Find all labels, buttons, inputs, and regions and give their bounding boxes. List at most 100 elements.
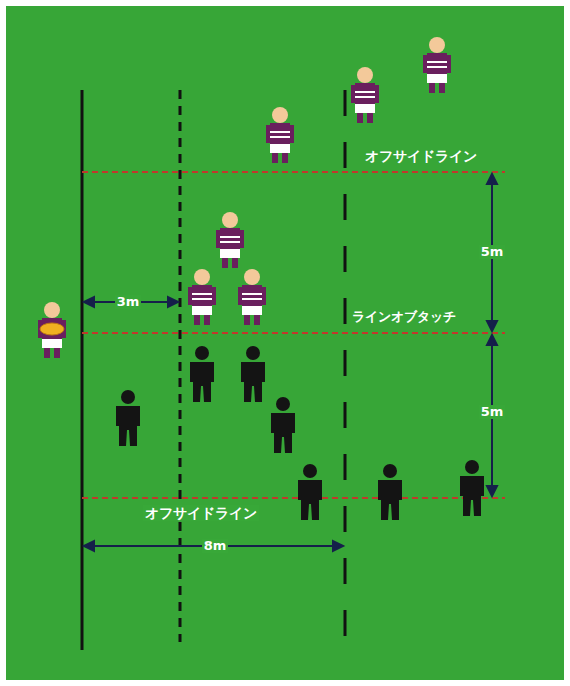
body — [241, 362, 265, 402]
stripe — [220, 236, 240, 238]
head — [303, 464, 317, 478]
head — [121, 390, 135, 404]
stripe — [270, 131, 290, 133]
stripe — [427, 66, 447, 68]
field-label: オフサイドライン — [365, 148, 477, 164]
attacking-player — [238, 269, 266, 325]
fifteen-metre-line — [344, 90, 347, 650]
dimension-arrows — [84, 174, 497, 551]
line-of-touch — [82, 332, 505, 334]
attacking-player — [38, 302, 66, 358]
grass — [6, 6, 564, 680]
shorts — [42, 339, 62, 348]
sock — [232, 258, 238, 268]
jersey — [355, 83, 375, 104]
jersey — [270, 123, 290, 144]
arrow-head — [84, 541, 94, 551]
offside-line — [82, 171, 505, 173]
stripe — [192, 293, 212, 295]
field-label: ラインオブタッチ — [352, 310, 456, 325]
arrow-head — [333, 541, 343, 551]
field-label: オフサイドライン — [143, 505, 259, 521]
five-metre-line — [179, 90, 182, 642]
sock — [44, 348, 50, 358]
shorts — [220, 249, 240, 258]
body — [190, 362, 214, 402]
sock — [439, 83, 445, 93]
defending-player — [378, 464, 402, 520]
head — [246, 346, 260, 360]
sock — [54, 348, 60, 358]
field-label: 8m — [202, 539, 229, 554]
jersey — [242, 285, 262, 306]
body — [378, 480, 402, 520]
sock — [357, 113, 363, 123]
head — [272, 107, 288, 123]
touch-line — [81, 90, 84, 650]
shorts — [270, 144, 290, 153]
sock — [367, 113, 373, 123]
jersey — [192, 285, 212, 306]
defending-player — [241, 346, 265, 402]
body — [298, 480, 322, 520]
shorts — [355, 104, 375, 113]
defending-player — [460, 460, 484, 516]
head — [465, 460, 479, 474]
stripe — [242, 298, 262, 300]
sock — [254, 315, 260, 325]
sock — [282, 153, 288, 163]
stripe — [355, 91, 375, 93]
defending-player — [271, 397, 295, 453]
defending-player — [116, 390, 140, 446]
sock — [429, 83, 435, 93]
stripe — [355, 96, 375, 98]
head — [195, 346, 209, 360]
defending-player — [190, 346, 214, 402]
stripe — [242, 293, 262, 295]
sock — [244, 315, 250, 325]
arrow-head — [487, 335, 497, 345]
field-label: 5m — [479, 245, 506, 260]
arrow-head — [84, 297, 94, 307]
stripe — [192, 298, 212, 300]
attacking-player — [351, 67, 379, 123]
body — [460, 476, 484, 516]
rugby-ball — [40, 323, 64, 335]
sock — [272, 153, 278, 163]
defending-player — [298, 464, 322, 520]
players — [38, 37, 484, 520]
attacking-player — [423, 37, 451, 93]
shorts — [192, 306, 212, 315]
offside-line — [82, 497, 505, 499]
attacking-player — [266, 107, 294, 163]
stripe — [270, 136, 290, 138]
head — [222, 212, 238, 228]
attacking-player — [188, 269, 216, 325]
attacking-player — [216, 212, 244, 268]
body — [116, 406, 140, 446]
arrow-head — [487, 174, 497, 184]
head — [276, 397, 290, 411]
body — [271, 413, 295, 453]
arrow-head — [487, 321, 497, 331]
sock — [222, 258, 228, 268]
head — [357, 67, 373, 83]
head — [44, 302, 60, 318]
head — [194, 269, 210, 285]
head — [383, 464, 397, 478]
sock — [194, 315, 200, 325]
shorts — [242, 306, 262, 315]
field-label: 3m — [115, 295, 142, 310]
shorts — [427, 74, 447, 83]
arrow-head — [487, 486, 497, 496]
stripe — [427, 61, 447, 63]
jersey — [220, 228, 240, 249]
jersey — [427, 53, 447, 74]
sock — [204, 315, 210, 325]
field-label: 5m — [479, 405, 506, 420]
arrow-head — [168, 297, 178, 307]
head — [429, 37, 445, 53]
